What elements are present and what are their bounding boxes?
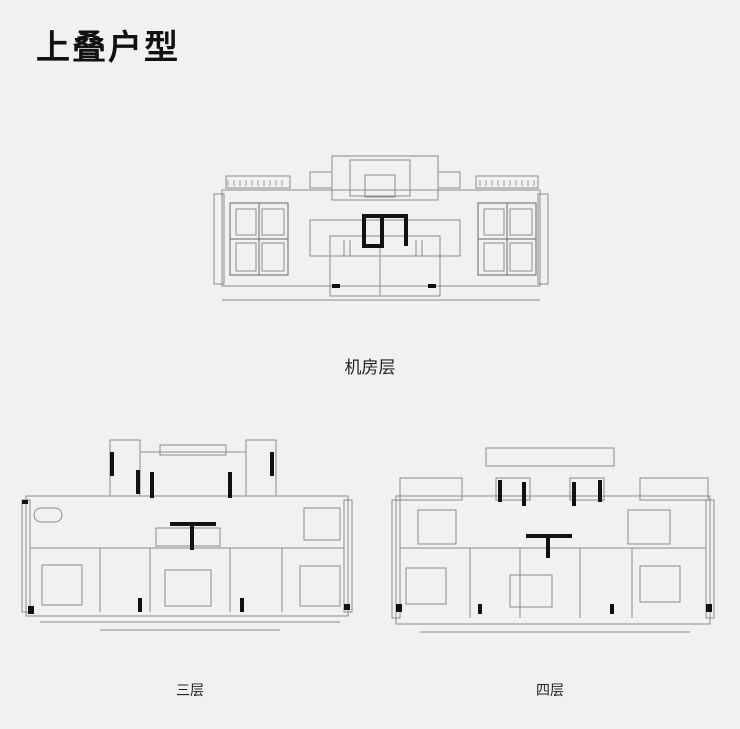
page-title: 上叠户型 — [36, 28, 180, 68]
structural-walls — [22, 214, 712, 614]
machine-room-plan — [213, 155, 549, 301]
fourth-floor-caption: 四层 — [536, 683, 564, 699]
fourth-floor-plan — [391, 447, 715, 633]
third-floor-caption: 三层 — [176, 683, 204, 699]
third-floor-plan — [21, 439, 353, 631]
machine-room-caption: 机房层 — [344, 358, 396, 378]
